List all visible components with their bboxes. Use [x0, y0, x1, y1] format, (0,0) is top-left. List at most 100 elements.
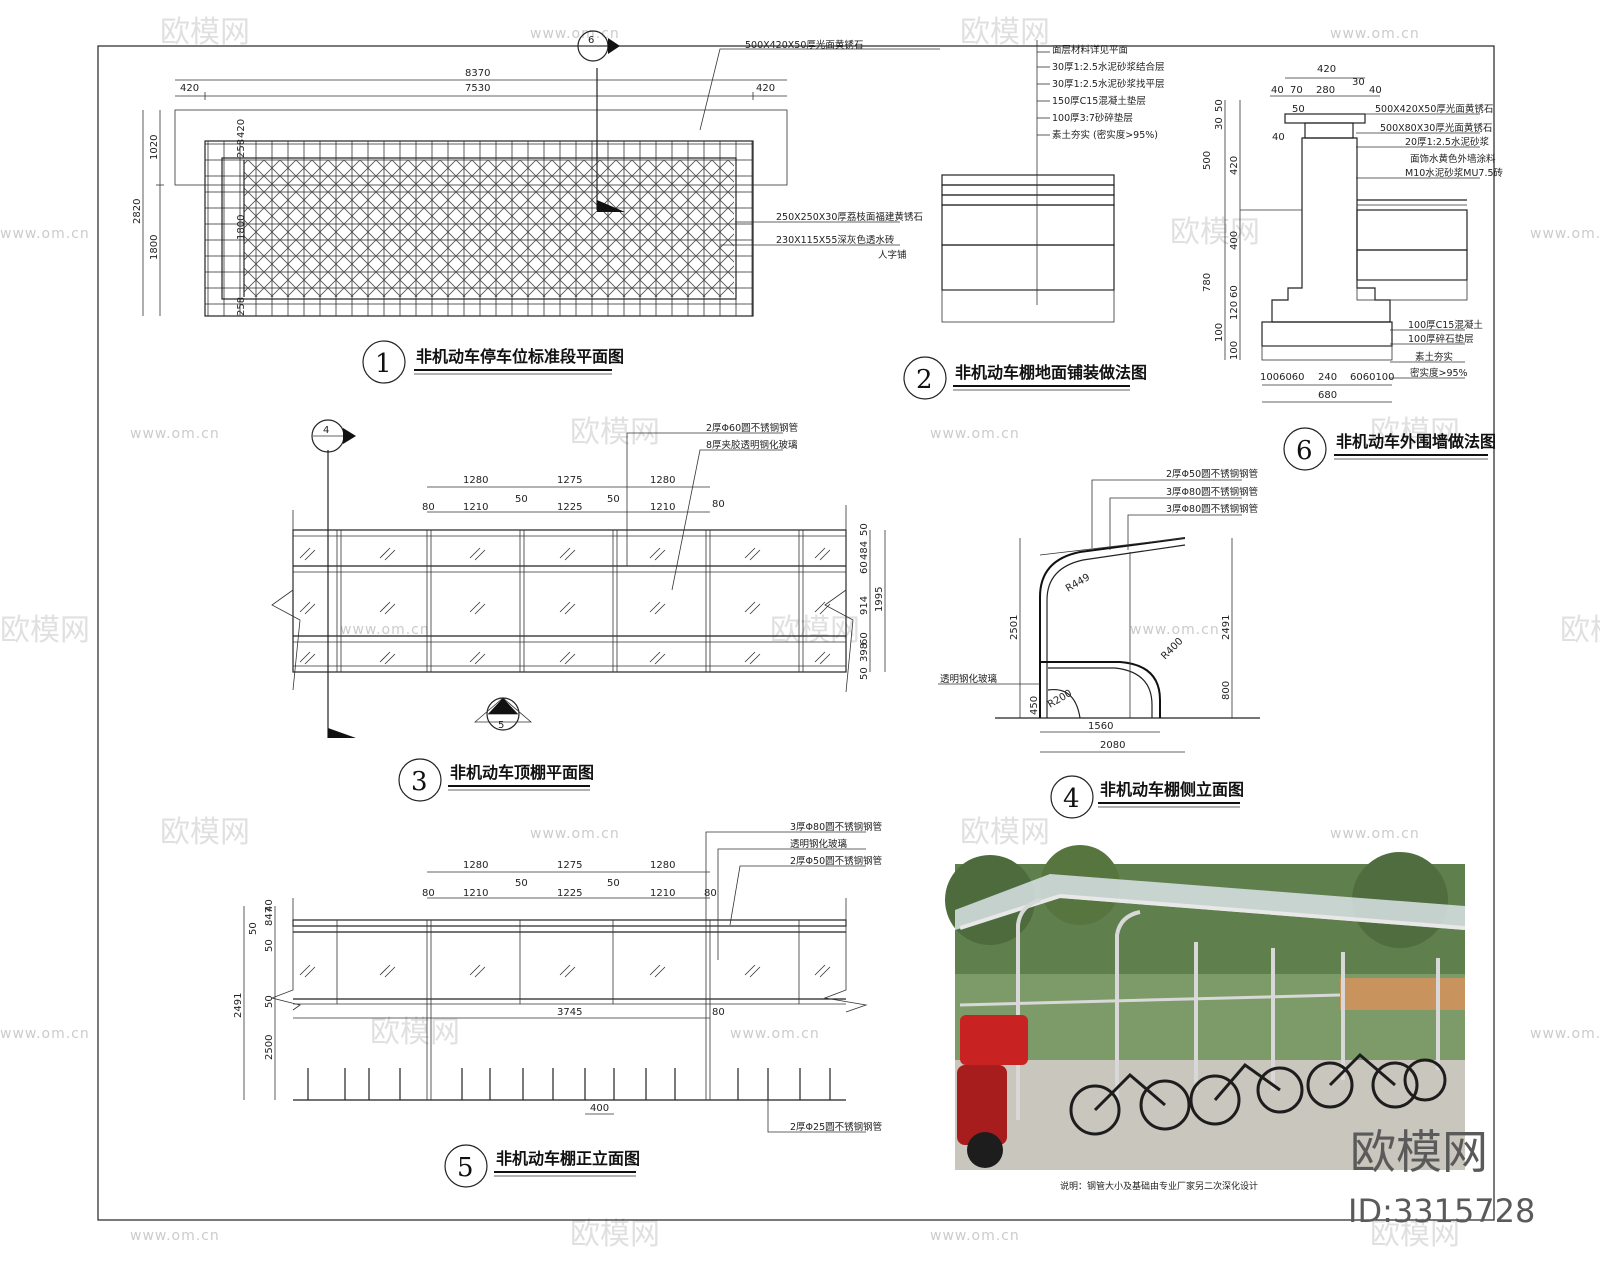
detail6-number: 6 [1296, 436, 1313, 466]
d6-note-8: 密实度>95% [1410, 367, 1468, 379]
r3-80b: 80 [712, 499, 725, 510]
f5-2491: 2491 [233, 993, 244, 1018]
d6-v500: 500 [1202, 151, 1213, 170]
watermark-url: www.om.cn [0, 226, 90, 242]
detail2-note-1: 30厚1:2.5水泥砂浆结合层 [1052, 61, 1164, 73]
d6-b6060100: 6060100 [1350, 372, 1395, 383]
plan1-inner-border [221, 157, 737, 300]
watermark-brand: 欧模网 [0, 613, 90, 648]
d6-note-4: M10水泥砂浆MU7.5砖 [1405, 167, 1504, 179]
d6-note-3: 面饰水黄色外墙涂料 [1410, 153, 1496, 165]
f5-note-1: 透明钢化玻璃 [790, 838, 847, 850]
section-marker-6: 6 [588, 35, 594, 46]
section-marker-4: 4 [323, 425, 329, 436]
r3-1280: 1280 [463, 475, 488, 486]
d6-b1006060: 1006060 [1260, 372, 1305, 383]
watermark-brand: 欧模网 [570, 1217, 660, 1252]
watermark-url: www.om.cn [0, 1026, 90, 1042]
plan1-parking-standard: 8370 420 7530 420 2820 1020 1800 420 258… [132, 30, 940, 384]
d6-v50: 50 [1214, 99, 1225, 112]
s4-note-3: 透明钢化玻璃 [940, 673, 997, 685]
d6-b680: 680 [1318, 390, 1337, 401]
f5-v50: 50 [248, 922, 259, 935]
d6-280: 280 [1316, 85, 1335, 96]
roof-purlins [336, 530, 804, 672]
watermark-url: www.om.cn [130, 1228, 220, 1244]
detail2-note-5: 素土夯实 (密实度>95%) [1052, 129, 1158, 141]
plan1-note-3: 人字铺 [878, 249, 907, 261]
d6-v780: 780 [1202, 273, 1213, 292]
f5-v847: 847 [264, 907, 275, 926]
d6-420: 420 [1317, 64, 1336, 75]
r3-v60b: 60 [859, 632, 870, 645]
front5-elevation: 1280 1275 1280 80 1210 50 1225 50 1210 8… [233, 821, 882, 1188]
d6-v100a: 100 [1214, 323, 1225, 342]
wall-cap-stone [1284, 113, 1366, 124]
watermark-url: www.om.cn [1530, 1026, 1600, 1042]
f5-1280: 1280 [463, 860, 488, 871]
d6-30: 30 [1352, 77, 1365, 88]
dim-420-v: 420 [236, 119, 247, 138]
s4-450: 450 [1029, 696, 1040, 715]
f5-note-3: 2厚Φ25圆不锈钢钢管 [790, 1121, 882, 1133]
d6-note-1: 500X80X30厚光面黄锈石 [1380, 122, 1492, 134]
detail2-number: 2 [916, 365, 933, 395]
detail2-note-3: 150厚C15混凝土垫层 [1052, 95, 1146, 107]
f5-2500: 2500 [264, 1035, 275, 1060]
r3-80: 80 [422, 502, 435, 513]
s4-800: 800 [1221, 681, 1232, 700]
roof3-number-circle [398, 758, 442, 802]
dim-420-right: 420 [756, 83, 775, 94]
d6-note-5: 100厚C15混凝土 [1408, 319, 1483, 331]
f5-note-0: 3厚Φ80圆不锈钢钢管 [790, 821, 882, 833]
r3-50: 50 [515, 494, 528, 505]
d6-40a: 40 [1271, 85, 1284, 96]
watermark-layer: 欧模网 欧模网 www.om.cn www.om.cn www.om.cn 欧模… [0, 15, 1600, 1252]
brand-name: 欧模网 [1350, 1125, 1488, 1179]
watermark-url: www.om.cn [1330, 826, 1420, 842]
photo-bicycles [1069, 1052, 1447, 1136]
f5-w80: 80 [712, 1007, 725, 1018]
roof3-title: 非机动车顶棚平面图 [450, 763, 594, 782]
r3-v50b: 50 [859, 667, 870, 680]
watermark-url: www.om.cn [1130, 622, 1220, 638]
dim-258-bottom: 258 [236, 297, 247, 316]
f5-80: 80 [422, 888, 435, 899]
d6-v30: 30 [1214, 117, 1225, 130]
d6-note-2: 20厚1:2.5水泥砂浆 [1405, 136, 1489, 148]
plan1-title: 非机动车停车位标准段平面图 [416, 347, 624, 366]
glass-hatch-marks [299, 547, 831, 665]
detail2-note-4: 100厚3:7砂碎垫层 [1052, 112, 1133, 124]
roof3-number: 3 [411, 767, 428, 797]
plan1-note-0: 500X420X50厚光面黄锈石 [745, 39, 863, 51]
r3-v398: 398 [859, 643, 870, 662]
photo-scooter-box [960, 1015, 1028, 1065]
photo-caption: 说明：钢管大小及基础由专业厂家另二次深化设计 [1060, 1180, 1258, 1192]
detail2-title: 非机动车棚地面铺装做法图 [955, 363, 1147, 382]
f5-50: 50 [515, 878, 528, 889]
section-marker-5: 5 [498, 720, 504, 731]
f5-3745: 3745 [557, 1007, 582, 1018]
r3-1210: 1210 [463, 502, 488, 513]
s4-2080: 2080 [1100, 740, 1125, 751]
detail2-note-2: 30厚1:2.5水泥砂浆找平层 [1052, 78, 1164, 90]
f5-400: 400 [590, 1103, 609, 1114]
dim-1800: 1800 [149, 235, 160, 260]
side4-number: 4 [1063, 784, 1080, 814]
ground-bike-rack-pipes [307, 1068, 831, 1100]
d6-v120: 120 [1229, 301, 1240, 320]
sheet-border [97, 45, 1495, 1221]
f5-v50c: 50 [264, 995, 275, 1008]
r3-note-1: 8厚夹胶透明钢化玻璃 [706, 439, 798, 451]
dim-1020: 1020 [149, 135, 160, 160]
f5-1280b: 1280 [650, 860, 675, 871]
s4-r200: R200 [1046, 688, 1074, 711]
watermark-brand: 欧模网 [1560, 613, 1600, 648]
side4-elevation: 2501 2491 800 450 1560 2080 R449 R400 R2… [938, 468, 1260, 819]
side4-title: 非机动车棚侧立面图 [1100, 780, 1244, 799]
roof-outline [292, 529, 847, 673]
f5-v50b: 50 [264, 939, 275, 952]
r3-note-0: 2厚Φ60圆不锈钢钢管 [706, 422, 798, 434]
plan1-note-1: 250X250X30厚荔枝面福建黄锈石 [776, 211, 923, 223]
detail2-note-0: 面层材料详见平面 [1052, 44, 1128, 56]
